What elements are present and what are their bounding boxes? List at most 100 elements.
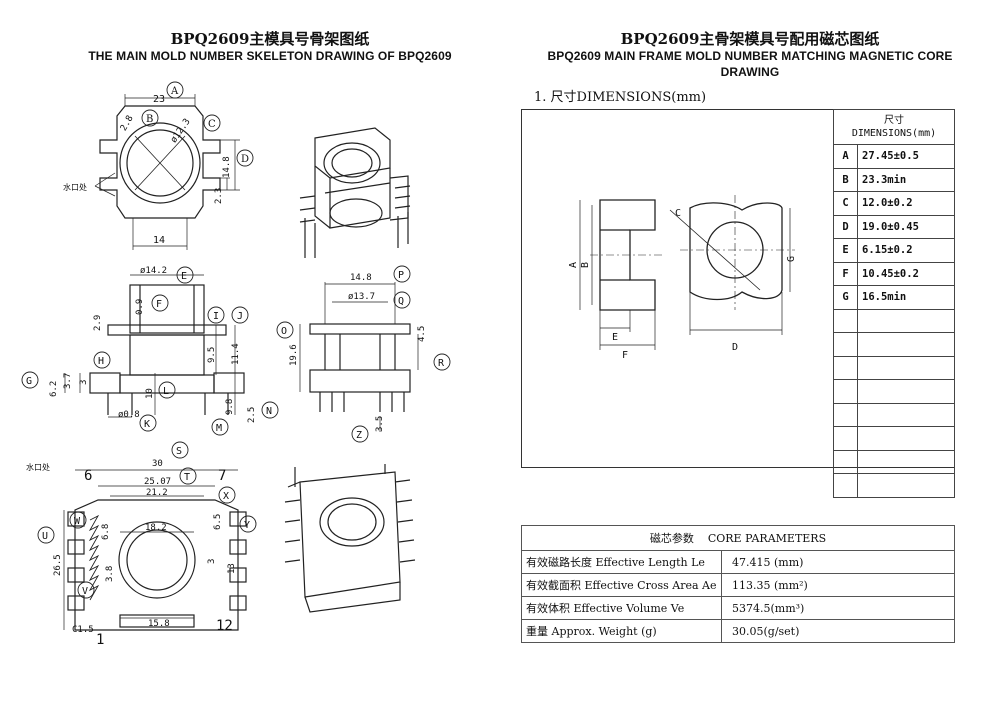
dimension-row-empty [833, 426, 955, 451]
dimension-row-empty [833, 449, 955, 474]
core-parameter-name: 重量 Approx. Weight (g) [521, 619, 722, 643]
dim-3-5: 3.5 [375, 416, 385, 432]
left-title-en: THE MAIN MOLD NUMBER SKELETON DRAWING OF… [88, 49, 452, 63]
dim-23: 23 [153, 94, 165, 105]
dim-18-2: 18.2 [145, 523, 167, 533]
dim-2-5: 2.5 [247, 407, 257, 423]
empty-cell [833, 308, 858, 333]
core-parameters-header: 磁芯参数 CORE PARAMETERS [521, 525, 955, 551]
right-title-en: BPQ2609 MAIN FRAME MOLD NUMBER MATCHING … [547, 49, 953, 79]
callout-s: S [176, 446, 182, 457]
dim-2-8: 2.8 [119, 114, 136, 133]
dim-14: 14 [153, 235, 165, 246]
core-parameter-name: 有效体积 Effective Volume Ve [521, 596, 722, 620]
dimension-label: G [833, 285, 858, 310]
dimension-value: 10.45±0.2 [857, 261, 955, 286]
dim-phi14-2: ø14.2 [140, 266, 167, 276]
empty-cell [833, 473, 858, 498]
dim-14-8: 14.8 [222, 156, 232, 178]
core-parameter-name: 有效截面积 Effective Cross Area Ae [521, 573, 722, 597]
callout-x: X [223, 491, 229, 502]
empty-cell [857, 449, 955, 474]
empty-cell [857, 332, 955, 357]
empty-cell [857, 379, 955, 404]
dim-2-3: 2.3 [214, 188, 224, 204]
empty-cell [857, 473, 955, 498]
pin-1-label: 1 [96, 632, 104, 648]
dimension-frame [521, 109, 955, 468]
core-label-c: C [675, 208, 681, 219]
dim-30: 30 [152, 459, 163, 469]
callout-c: C [208, 119, 216, 130]
pin-6-label: 6 [84, 468, 92, 484]
dimension-row-empty [833, 402, 955, 427]
right-title-zh: BPQ2609主骨架模具号配用磁芯图纸 [620, 30, 880, 48]
empty-cell [857, 426, 955, 451]
dim-9-5: 9.5 [207, 347, 217, 363]
callout-n: N [266, 406, 272, 417]
empty-cell [833, 379, 858, 404]
dimension-header-en: DIMENSIONS(mm) [851, 128, 937, 139]
callout-a: A [170, 86, 179, 97]
dim-3-7: 3.7 [63, 373, 73, 389]
dimension-value: 12.0±0.2 [857, 191, 955, 216]
dimension-label: D [833, 214, 858, 239]
empty-cell [833, 355, 858, 380]
callout-p: P [398, 270, 404, 281]
core-parameters-header-en: CORE PARAMETERS [707, 532, 827, 545]
callout-i: I [213, 311, 219, 322]
core-parameter-value: 113.35 (mm²) [721, 573, 955, 597]
gate-label-top: 水口处 [63, 182, 87, 192]
dim-14-8-side: 14.8 [350, 273, 372, 283]
right-header: BPQ2609主骨架模具号配用磁芯图纸 BPQ2609 MAIN FRAME M… [520, 30, 980, 80]
dimension-label: C [833, 191, 858, 216]
core-parameter-value: 47.415 (mm) [721, 550, 955, 574]
bobbin-bottom-view: 水口处 30 25.07 21.2 18.2 26.5 6.8 6.5 3.8 … [26, 441, 257, 648]
core-label-e: E [612, 332, 618, 343]
empty-cell [857, 355, 955, 380]
callout-z: Z [356, 430, 362, 441]
dim-15-8: 15.8 [148, 619, 170, 629]
dimension-row-empty [833, 473, 955, 498]
dim-3: 3 [79, 380, 89, 385]
callout-m: M [216, 423, 222, 434]
callout-g: G [26, 376, 32, 387]
dim-phi13-7: ø13.7 [348, 292, 375, 302]
callout-w: W [74, 516, 81, 527]
callout-j: J [237, 311, 243, 322]
callout-k: K [144, 419, 150, 430]
dim-26-5: 26.5 [53, 554, 63, 576]
dimension-label: E [833, 238, 858, 263]
callout-d: D [241, 154, 249, 165]
dim-6-2: 6.2 [49, 381, 59, 397]
gate-label-bottom: 水口处 [26, 462, 50, 472]
dimension-row-empty [833, 332, 955, 357]
empty-cell [857, 402, 955, 427]
callout-v: V [82, 586, 88, 597]
core-label-g: G [786, 256, 797, 262]
dimension-value: 6.15±0.2 [857, 238, 955, 263]
dimension-row-empty [833, 355, 955, 380]
empty-cell [857, 308, 955, 333]
empty-cell [833, 426, 858, 451]
dimension-table-header: 尺寸 DIMENSIONS(mm) [833, 109, 955, 145]
callout-o: O [281, 326, 287, 337]
empty-cell [833, 402, 858, 427]
dim-9-8: 9.8 [225, 399, 235, 415]
core-parameters-table: 磁芯参数 CORE PARAMETERS 有效磁路长度 Effective Le… [521, 525, 955, 643]
core-label-d: D [732, 342, 738, 353]
core-parameters-header-zh: 磁芯参数 [649, 532, 694, 545]
core-parameter-value: 5374.5(mm³) [721, 596, 955, 620]
callout-t: T [184, 472, 190, 483]
bobbin-side-view: 14.8 ø13.7 19.6 4.5 3.5 P Q O R Z [276, 265, 451, 443]
callout-l: L [163, 386, 169, 397]
bobbin-top-view: 23 2.8 ø12.3 14.8 2.3 14 水口处 A B C D [63, 81, 254, 250]
dimension-row-empty [833, 379, 955, 404]
dim-phi0-8: ø0.8 [118, 410, 140, 420]
dim-0-9: 0.9 [135, 299, 145, 315]
